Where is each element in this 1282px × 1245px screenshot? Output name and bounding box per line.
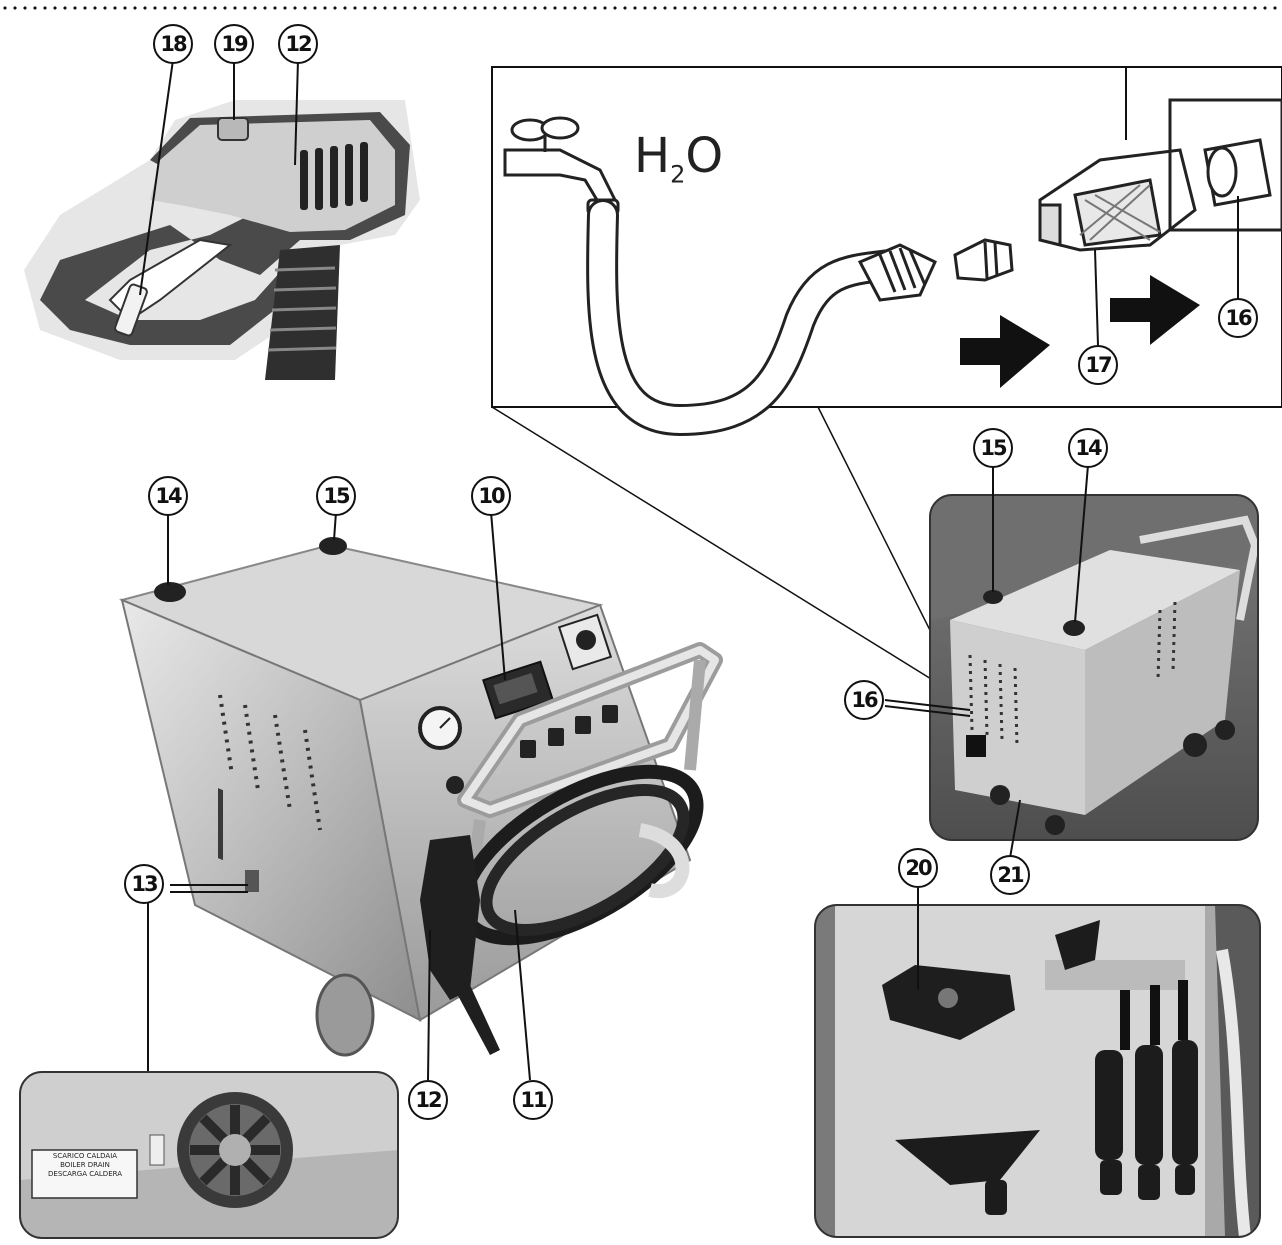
drain-label-line1: SCARICO CALDAIA [52, 1152, 118, 1160]
callout-17: 17 [1078, 345, 1118, 385]
callout-13: 13 [124, 864, 164, 904]
drain-label-line2: BOILER DRAIN [60, 1161, 110, 1169]
water-label: H2O [634, 128, 723, 189]
callout-12-machine: 12 [408, 1080, 448, 1120]
water-connection-panel [491, 66, 1282, 701]
callout-21: 21 [990, 855, 1030, 895]
callout-19: 19 [214, 24, 254, 64]
water-label-o: O [685, 128, 724, 184]
drain-label-plate: SCARICO CALDAIA BOILER DRAIN DESCARGA CA… [34, 1152, 136, 1179]
accessory-compartment-photo [815, 905, 1260, 1237]
steam-gun-closeup [24, 59, 420, 380]
callout-16-panel: 16 [1218, 298, 1258, 338]
callout-15-machine: 15 [316, 476, 356, 516]
callout-14-rear: 14 [1068, 428, 1108, 468]
callout-16-rear: 16 [844, 680, 884, 720]
water-label-h: H [634, 128, 671, 184]
callout-18: 18 [153, 24, 193, 64]
flow-arrow-1 [960, 315, 1050, 388]
callout-12-gun: 12 [278, 24, 318, 64]
flow-arrow-2 [1110, 275, 1200, 345]
callout-20: 20 [898, 848, 938, 888]
rear-view-photo [930, 495, 1258, 840]
drain-label-line3: DESCARGA CALDERA [48, 1170, 122, 1178]
callout-11: 11 [513, 1080, 553, 1120]
callout-10: 10 [471, 476, 511, 516]
callout-14-machine: 14 [148, 476, 188, 516]
callout-15-rear: 15 [973, 428, 1013, 468]
dotted-top-border [0, 6, 1282, 10]
drain-valve-photo [20, 1072, 398, 1238]
steam-cleaner-machine [118, 511, 723, 1081]
water-label-sub: 2 [670, 160, 686, 189]
water-tap-icon [503, 116, 620, 216]
